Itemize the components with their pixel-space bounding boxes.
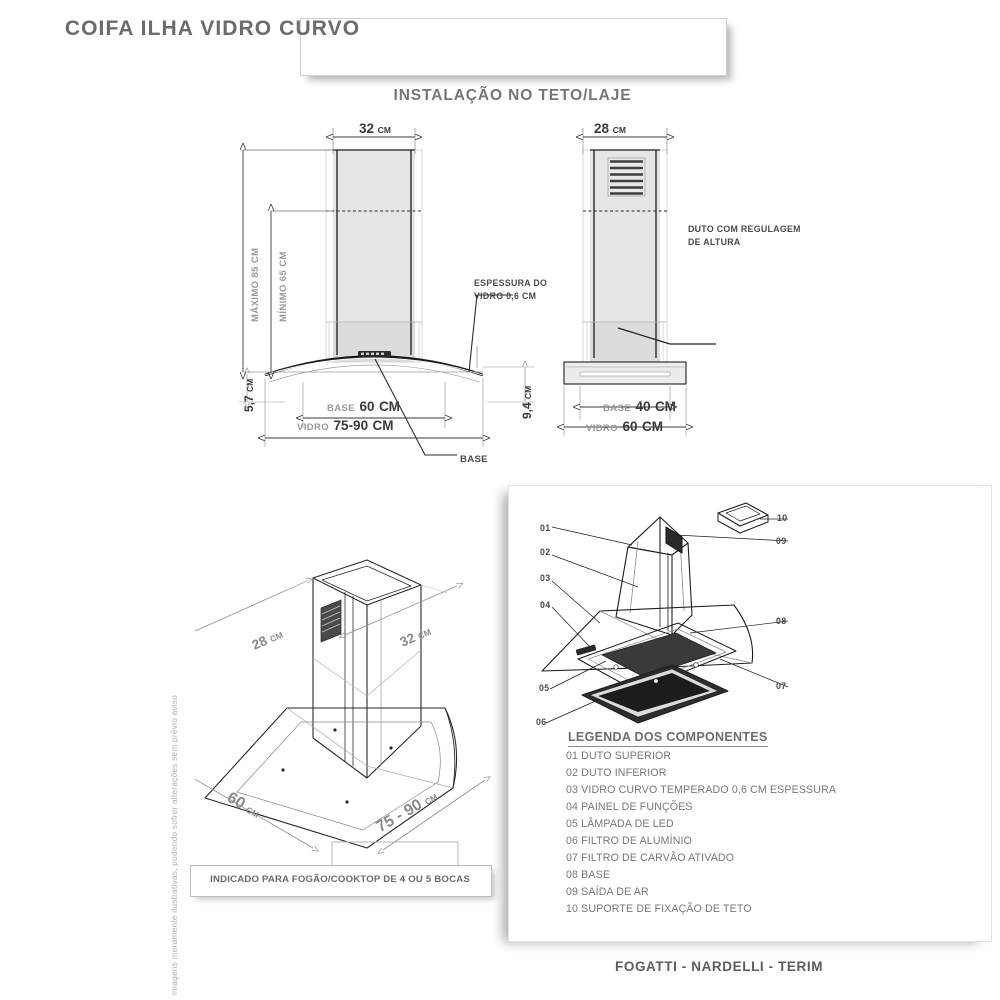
legend-item-06: 06 FILTRO DE ALUMÍNIO <box>566 835 692 847</box>
perspective-drawing <box>195 559 505 860</box>
legend-item-05: 05 LÂMPADA DE LED <box>566 818 674 830</box>
exploded-callout-03: 03 <box>540 573 551 583</box>
exploded-callout-10: 10 <box>777 513 788 523</box>
legend-panel <box>508 485 992 942</box>
side-width-label: 28 CM <box>594 121 627 136</box>
exploded-callout-08: 08 <box>776 616 787 626</box>
front-base-dimension: BASE 60 CM <box>327 399 400 414</box>
title-box <box>300 18 727 76</box>
front-width-label: 32 CM <box>359 121 392 136</box>
cooktop-note-text: INDICADO PARA FOGÃO/COOKTOP DE 4 OU 5 BO… <box>210 874 470 886</box>
legend-title: LEGENDA DOS COMPONENTES <box>568 731 768 747</box>
front-max-height-label: MÁXIMO 85 CM <box>250 247 261 322</box>
exploded-view-drawing <box>541 502 789 724</box>
legend-item-10: 10 SUPORTE DE FIXAÇÃO DE TETO <box>566 903 752 915</box>
front-glass-dimension: VIDRO 75-90 CM <box>297 418 394 433</box>
legend-item-09: 09 SAÍDA DE AR <box>566 886 649 898</box>
cooktop-note-box <box>190 865 492 897</box>
front-min-height-label: MÍNIMO 65 CM <box>278 251 289 322</box>
base-callout: BASE <box>460 454 488 465</box>
disclaimer-text: imagens meramente ilustrativas, podendo … <box>169 694 179 995</box>
exploded-callout-02: 02 <box>540 547 551 557</box>
legend-item-04: 04 PAINEL DE FUNÇÕES <box>566 801 693 813</box>
side-view-drawing <box>550 128 716 436</box>
legend-item-07: 07 FILTRO DE CARVÃO ATIVADO <box>566 852 735 864</box>
side-glass-dimension: VIDRO 60 CM <box>586 419 664 434</box>
duct-adjust-callout: DUTO COM REGULAGEM DE ALTURA <box>688 224 801 248</box>
exploded-callout-04: 04 <box>540 600 551 610</box>
note-leader-line <box>331 841 459 866</box>
legend-item-02: 02 DUTO INFERIOR <box>566 767 667 779</box>
side-base-dimension: BASE 40 CM <box>603 399 676 414</box>
front-right-height-label: 9,4 CM <box>520 385 534 419</box>
exploded-callout-01: 01 <box>540 523 551 533</box>
exploded-callout-06: 06 <box>536 717 547 727</box>
legend-item-03: 03 VIDRO CURVO TEMPERADO 0,6 CM ESPESSUR… <box>566 784 837 796</box>
front-left-height-label: 5,7 CM <box>242 378 256 412</box>
exploded-callout-07: 07 <box>776 681 787 691</box>
brand-footer: FOGATTI - NARDELLI - TERIM <box>615 959 824 974</box>
page-subtitle: INSTALAÇÃO NO TETO/LAJE <box>393 87 632 104</box>
glass-thickness-callout: ESPESSURA DO VIDRO 0,6 CM <box>474 278 548 301</box>
exploded-callout-09: 09 <box>776 536 787 546</box>
legend-item-08: 08 BASE <box>566 869 611 881</box>
page-title: COIFA ILHA VIDRO CURVO <box>64 16 361 40</box>
legend-item-01: 01 DUTO SUPERIOR <box>566 750 672 762</box>
exploded-callout-05: 05 <box>539 683 550 693</box>
front-view-drawing <box>239 128 535 456</box>
